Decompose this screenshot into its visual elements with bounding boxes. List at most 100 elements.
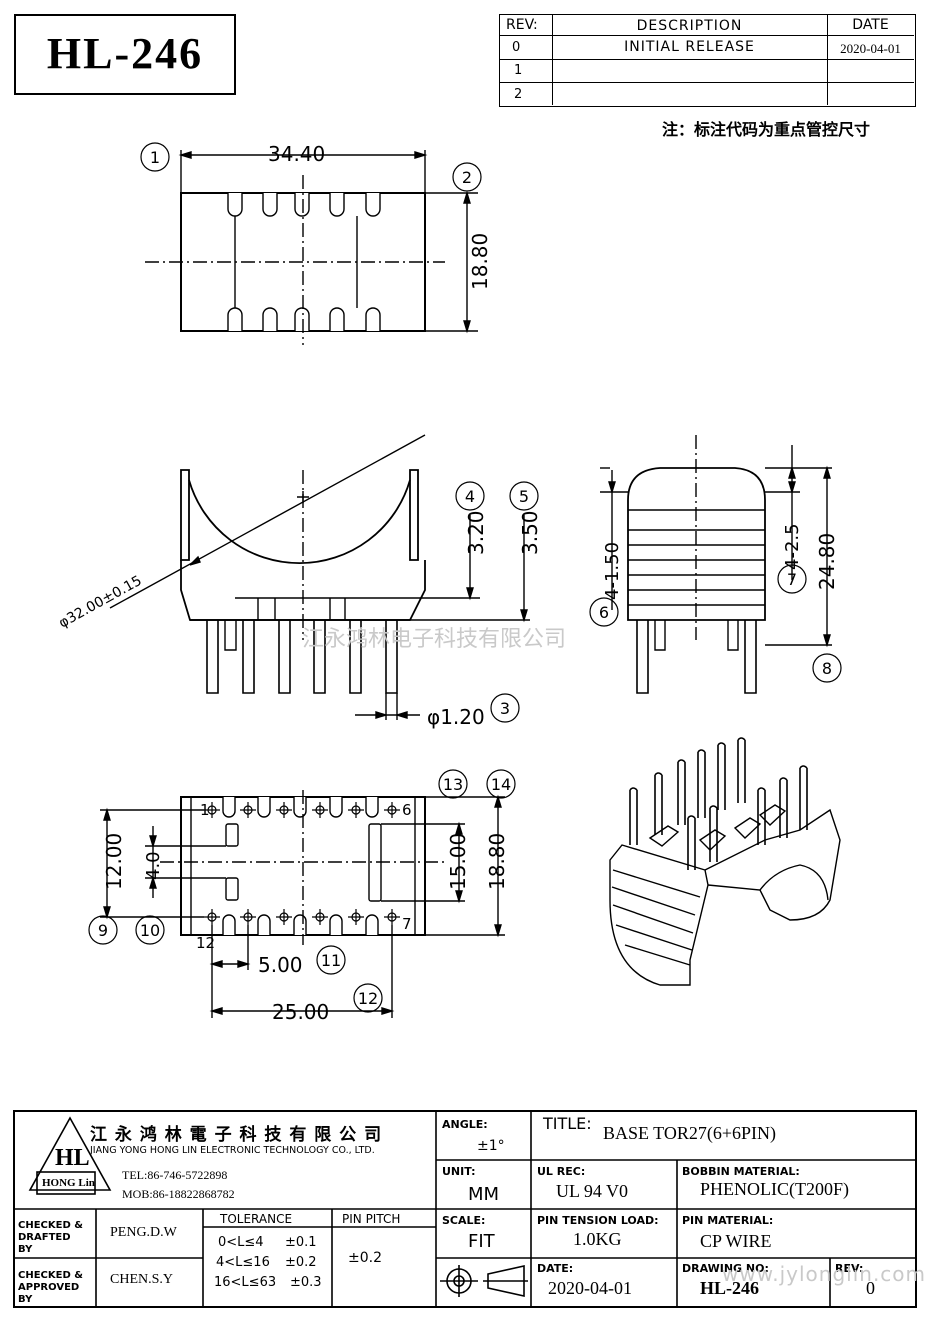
pin-tension-value: 1.0KG <box>573 1229 622 1249</box>
balloon-2-label: 2 <box>462 168 472 187</box>
company-name-en: JIANG YONG HONG LIN ELECTRONIC TECHNOLOG… <box>90 1145 375 1156</box>
dim-pitch: 5.00 <box>258 953 303 977</box>
side-view <box>600 435 832 694</box>
pin-material-label: PIN MATERIAL: <box>682 1214 774 1227</box>
dim-top-height: 18.80 <box>468 233 492 290</box>
dim-top-width: 34.40 <box>268 142 325 166</box>
angle-label: ANGLE: <box>442 1118 488 1131</box>
rev-header: REV: <box>506 17 538 33</box>
watermark: 江永鸿林电子科技有限公司 <box>302 627 566 652</box>
part-number: HL-246 <box>46 29 204 78</box>
balloon-5 <box>509 481 539 511</box>
balloon-12 <box>353 983 383 1013</box>
balloon-12-label: 12 <box>358 989 378 1008</box>
company-mob: MOB:86-18822868782 <box>122 1187 235 1201</box>
dim-4-2-5: 4-2.5 <box>782 523 803 570</box>
balloon-9 <box>88 915 118 945</box>
top-view <box>145 150 478 345</box>
balloon-3 <box>490 693 520 723</box>
pin-6-label: 6 <box>402 801 412 819</box>
title-value: BASE TOR27(6+6PIN) <box>603 1123 777 1143</box>
drawing-no-value: HL-246 <box>700 1278 760 1298</box>
pin-labels: 1 6 7 12 <box>196 801 412 952</box>
bottom-view <box>100 790 505 1018</box>
tolerance-range-2: 4<L≤16 <box>216 1255 270 1270</box>
balloon-8 <box>812 653 842 683</box>
balloon-11 <box>316 945 346 975</box>
balloon-4-label: 4 <box>465 487 475 506</box>
pin-pitch-value: ±0.2 <box>348 1250 382 1266</box>
date-value: 2020-04-01 <box>548 1278 632 1298</box>
logo-text: HL <box>55 1145 90 1171</box>
tolerance-label: TOLERANCE <box>220 1212 293 1226</box>
unit-label: UNIT: <box>442 1165 476 1178</box>
balloons <box>88 142 842 1013</box>
revision-table: REV: DESCRIPTION DATE 0 INITIAL RELEASE … <box>499 14 916 107</box>
date-header: DATE <box>852 17 889 33</box>
tolerance-range-3: 16<L≤63 <box>214 1275 277 1290</box>
title-block-frame <box>13 1110 917 1308</box>
balloon-6 <box>589 597 619 627</box>
balloon-7 <box>777 564 807 594</box>
pin-tension-label: PIN TENSION LOAD: <box>537 1214 659 1227</box>
date-cell: 2020-04-01 <box>840 41 901 56</box>
dim-15-00: 15.00 <box>446 833 470 890</box>
control-note: 注：标注代码为重点管控尺寸 <box>662 120 871 139</box>
dim-4-0: 4.0 <box>143 851 164 880</box>
balloon-8-label: 8 <box>822 659 832 678</box>
dim-12-00: 12.00 <box>102 833 126 890</box>
part-number-box: HL-246 <box>14 14 236 95</box>
angle-value: ±1° <box>477 1138 505 1154</box>
bobbin-value: PHENOLIC(T200F) <box>700 1179 849 1199</box>
balloon-11-label: 11 <box>321 951 341 970</box>
balloon-14 <box>486 769 516 799</box>
company-tel: TEL:86-746-5722898 <box>122 1168 228 1182</box>
balloon-6-label: 6 <box>599 603 609 622</box>
dim-4-1-50: 4-1.50 <box>602 542 623 600</box>
balloon-13-label: 13 <box>443 775 463 794</box>
ul-label: UL REC: <box>537 1165 586 1178</box>
checked-drafted-label: CHECKED & DRAFTED BY <box>18 1220 83 1255</box>
tolerance-value-1: ±0.1 <box>285 1235 317 1250</box>
rev-value: 0 <box>866 1278 875 1298</box>
drawing-no-label: DRAWING NO: <box>682 1262 769 1275</box>
pin-7-label: 7 <box>402 915 412 933</box>
balloon-1-label: 1 <box>150 148 160 167</box>
title-label: TITLE: <box>543 1114 592 1133</box>
balloon-3-label: 3 <box>500 699 510 718</box>
description-header: DESCRIPTION <box>636 18 743 34</box>
balloon-1 <box>140 142 170 172</box>
balloon-13 <box>438 769 468 799</box>
balloon-5-label: 5 <box>519 487 529 506</box>
description-cell: INITIAL RELEASE <box>624 39 755 55</box>
dimension-labels: 34.40 18.80 φ32.00±0.15 3.20 3.50 φ1.20 … <box>56 142 839 1024</box>
rev-cell: 1 <box>514 63 523 78</box>
dim-24-80: 24.80 <box>815 533 839 590</box>
dim-3-50: 3.50 <box>518 510 542 555</box>
company-name-cn: 江 永 鸿 林 電 子 科 技 有 限 公 司 <box>90 1125 383 1145</box>
isometric-view <box>609 737 841 986</box>
dim-18-80: 18.80 <box>485 833 509 890</box>
tolerance-value-3: ±0.3 <box>290 1275 322 1290</box>
rev-cell: 2 <box>514 87 523 102</box>
balloon-10 <box>135 915 165 945</box>
dim-3-20: 3.20 <box>464 510 488 555</box>
pin-12-label: 12 <box>196 934 215 952</box>
balloon-7-label: 7 <box>787 570 797 589</box>
tolerance-value-2: ±0.2 <box>285 1255 317 1270</box>
pin-pitch-label: PIN PITCH <box>342 1212 401 1226</box>
balloon-10-label: 10 <box>140 921 160 940</box>
balloon-labels: 1 2 3 4 5 6 7 8 9 10 11 12 13 14 <box>98 148 832 1008</box>
logo-subtext: HONG Lin <box>42 1177 95 1189</box>
ul-value: UL 94 V0 <box>556 1181 628 1201</box>
checked-approved-label: CHECKED & APPROVED BY <box>18 1270 83 1305</box>
front-view <box>109 434 530 720</box>
bobbin-label: BOBBIN MATERIAL: <box>682 1165 800 1178</box>
dim-diameter: φ32.00±0.15 <box>56 573 144 632</box>
balloon-9-label: 9 <box>98 921 108 940</box>
rev-label: REV: <box>835 1262 864 1275</box>
balloon-14-label: 14 <box>491 775 511 794</box>
unit-value: MM <box>468 1184 500 1205</box>
balloon-2 <box>452 162 482 192</box>
